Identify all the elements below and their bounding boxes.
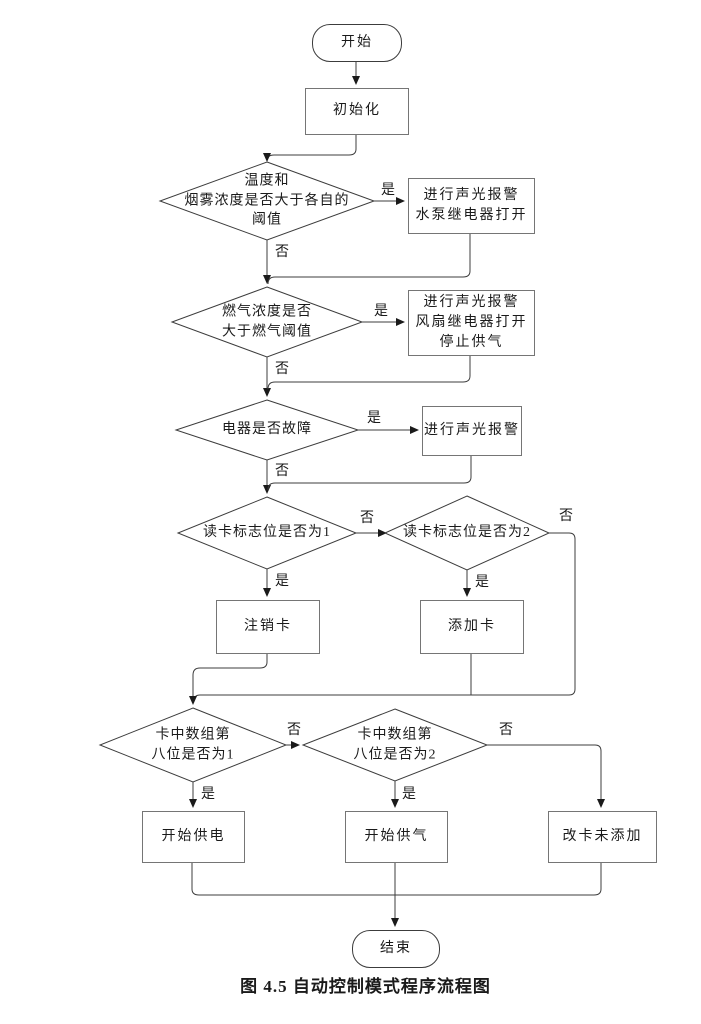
action-start-gas: 开始供气 bbox=[345, 811, 448, 863]
init-label: 初始化 bbox=[333, 103, 381, 119]
action-alarm: 进行声光报警 bbox=[422, 406, 522, 456]
label-line: 添加卡 bbox=[448, 618, 496, 634]
decision-bit8-is-1-shape bbox=[98, 707, 288, 783]
label-line: 读卡标志位是否为2 bbox=[403, 525, 531, 541]
label-line: 注销卡 bbox=[244, 618, 292, 634]
label-line: 进行声光报警 bbox=[424, 422, 520, 438]
edge-bit8-2-no bbox=[487, 744, 605, 808]
action-alarm-pump: 进行声光报警 水泵继电器打开 bbox=[408, 178, 535, 234]
label-bit8-1-yes: 是 bbox=[201, 787, 215, 802]
label-fault-yes: 是 bbox=[367, 411, 381, 426]
decision-temp-smoke-shape bbox=[158, 161, 376, 241]
label-line: 卡中数组第 bbox=[155, 727, 231, 743]
start-label: 开始 bbox=[341, 34, 373, 50]
decision-gas-shape bbox=[170, 286, 364, 358]
decision-read-flag-2-shape bbox=[383, 495, 551, 571]
label-line: 阈值 bbox=[252, 212, 282, 228]
label-line: 开始供电 bbox=[161, 828, 226, 844]
label-line: 大于燃气阈值 bbox=[222, 324, 312, 339]
edge-alarm-return bbox=[267, 454, 472, 491]
action-card-not-added: 改卡未添加 bbox=[548, 811, 657, 863]
label-line: 卡中数组第 bbox=[357, 727, 433, 743]
label-bit8-2-no: 否 bbox=[499, 723, 513, 738]
label-flag2-yes: 是 bbox=[475, 575, 489, 590]
action-start-power: 开始供电 bbox=[142, 811, 245, 863]
decision-bit8-is-2-shape bbox=[301, 708, 489, 782]
label-line: 读卡标志位是否为1 bbox=[203, 525, 331, 541]
edge-notadded-join bbox=[395, 861, 602, 896]
decision-bit8-is-2-label: 卡中数组第 八位是否为2 bbox=[354, 725, 437, 764]
action-add-card: 添加卡 bbox=[420, 600, 524, 654]
label-flag2-no: 否 bbox=[559, 509, 573, 524]
label-line: 改卡未添加 bbox=[562, 828, 643, 844]
label-line: 开始供气 bbox=[364, 828, 429, 844]
decision-appliance-fault-label: 电器是否故障 bbox=[222, 420, 312, 440]
decision-read-flag-1-shape bbox=[176, 496, 358, 570]
decision-bit8-is-1-label: 卡中数组第 八位是否为1 bbox=[152, 725, 235, 764]
label-line: 停止供气 bbox=[439, 335, 504, 351]
label-line: 进行声光报警 bbox=[423, 187, 520, 203]
decision-read-flag-1-label: 读卡标志位是否为1 bbox=[203, 523, 331, 543]
decision-temp-smoke-label: 温度和 烟雾浓度是否大于各自的 阈值 bbox=[185, 172, 350, 231]
label-fault-no: 否 bbox=[275, 464, 289, 479]
label-gas-yes: 是 bbox=[374, 304, 388, 319]
label-line: 温度和 bbox=[244, 173, 290, 189]
init-process: 初始化 bbox=[305, 88, 409, 135]
action-alarm-fan: 进行声光报警 风扇继电器打开 停止供气 bbox=[408, 290, 535, 356]
figure-caption: 图 4.5 自动控制模式程序流程图 bbox=[240, 977, 491, 996]
label-bit8-2-yes: 是 bbox=[402, 787, 416, 802]
action-deregister-card: 注销卡 bbox=[216, 600, 320, 654]
label-line: 烟雾浓度是否大于各自的 bbox=[184, 193, 350, 209]
edge-deregister-bit8 bbox=[189, 652, 268, 705]
label-gas-no: 否 bbox=[275, 362, 289, 377]
decision-gas-label: 燃气浓度是否 大于燃气阈值 bbox=[222, 302, 312, 341]
label-flag1-no: 否 bbox=[360, 511, 374, 526]
label-line: 燃气浓度是否 bbox=[222, 304, 312, 320]
label-line: 八位是否为1 bbox=[151, 747, 235, 762]
label-flag1-yes: 是 bbox=[275, 574, 289, 589]
label-line: 八位是否为2 bbox=[353, 747, 437, 762]
edge-power-join bbox=[191, 861, 395, 896]
label-temp-no: 否 bbox=[275, 245, 289, 260]
decision-read-flag-2-label: 读卡标志位是否为2 bbox=[403, 523, 531, 543]
label-line: 电器是否故障 bbox=[222, 422, 312, 438]
edge-fan-return bbox=[267, 354, 471, 390]
end-terminator: 结束 bbox=[352, 930, 440, 968]
label-line: 水泵继电器打开 bbox=[415, 208, 528, 223]
label-bit8-1-no: 否 bbox=[287, 723, 301, 738]
edge-init-temp bbox=[263, 133, 357, 162]
label-line: 风扇继电器打开 bbox=[415, 314, 528, 330]
label-temp-yes: 是 bbox=[381, 183, 395, 198]
label-line: 进行声光报警 bbox=[423, 294, 520, 310]
decision-appliance-fault-shape bbox=[174, 399, 360, 461]
end-label: 结束 bbox=[380, 940, 412, 956]
start-terminator: 开始 bbox=[312, 24, 402, 62]
edge-pump-return bbox=[267, 232, 471, 285]
